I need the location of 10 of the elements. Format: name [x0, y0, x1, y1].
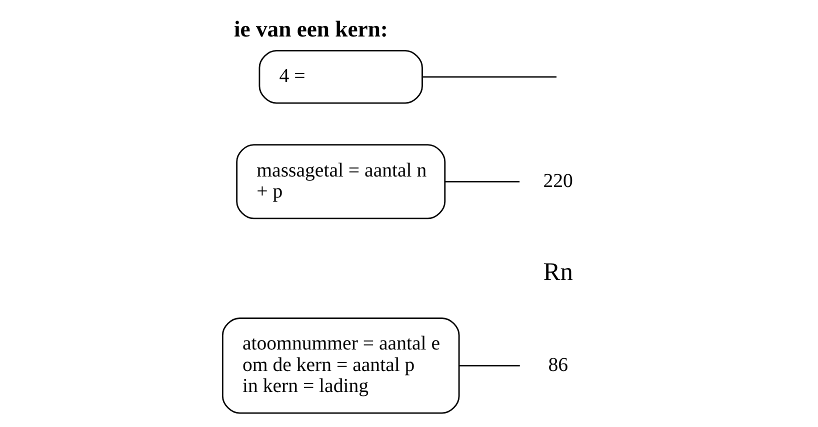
label: Rn	[542, 256, 572, 286]
node-box: atoomnummer = aantal e om de kern = aantal p in kern = lading	[221, 318, 460, 414]
connector	[459, 364, 520, 366]
diagram-title: ie van een kern:	[233, 16, 388, 42]
node-text: 86	[548, 354, 568, 376]
node-box: 4 =	[258, 50, 422, 104]
node-box: massagetal = aantal n + p	[236, 144, 446, 220]
connector	[444, 180, 520, 182]
node-text: 220	[542, 170, 572, 192]
connector	[422, 76, 556, 78]
